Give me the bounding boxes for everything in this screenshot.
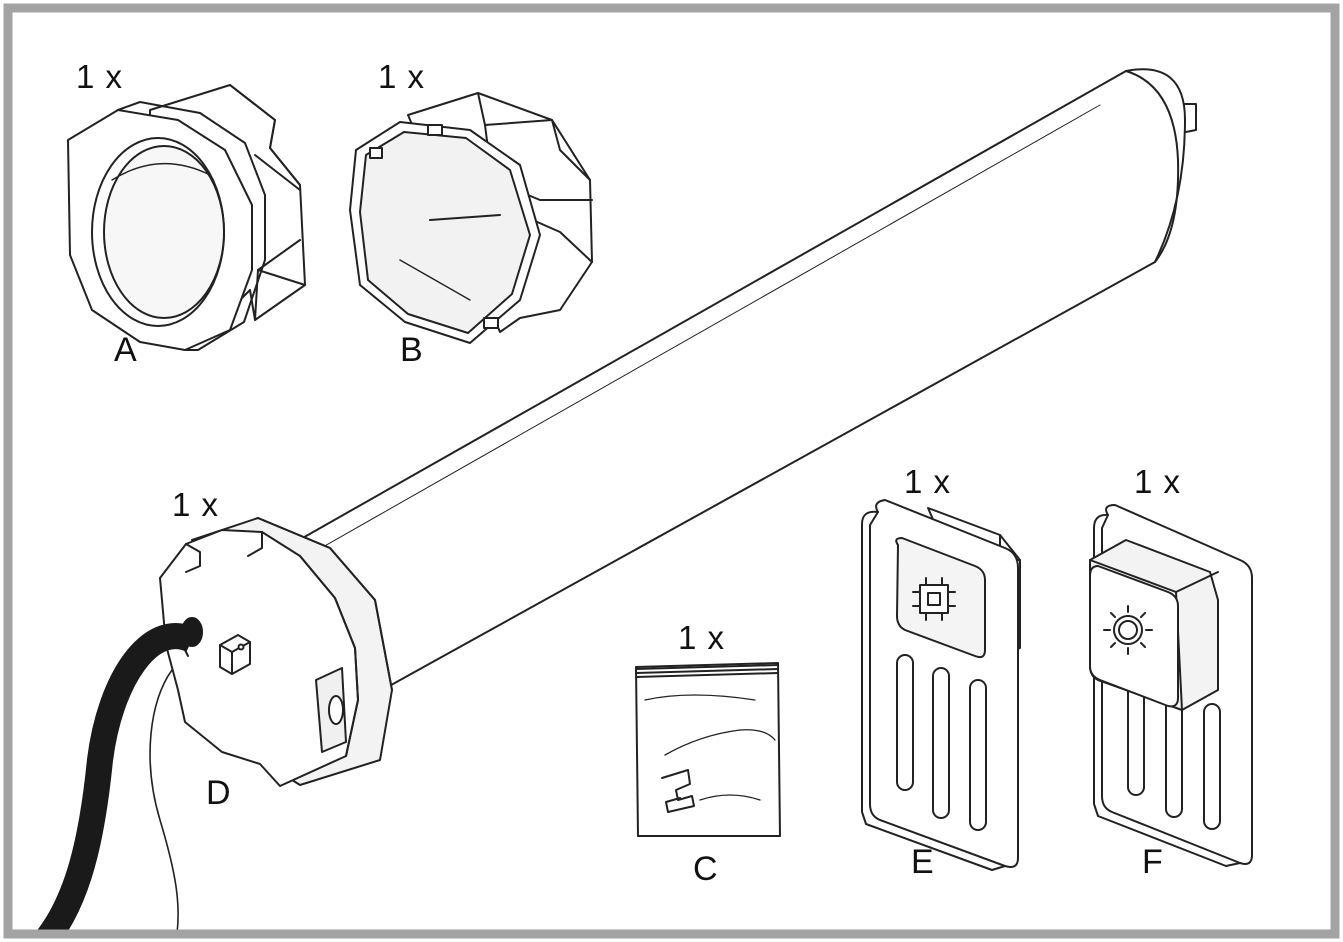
octagonal-drive-adapter-icon	[349, 92, 593, 344]
part-a-quantity: 1 x	[76, 58, 124, 95]
part-b-letter: B	[400, 331, 423, 369]
tubular-motor-icon	[35, 68, 1197, 932]
clip-bag-icon	[635, 662, 781, 837]
part-c-letter: C	[693, 850, 718, 888]
octagonal-adapter-ring-icon	[67, 84, 306, 351]
diagram-frame	[3, 3, 1340, 939]
part-e-letter: E	[911, 843, 934, 881]
round-bracket-plate-icon	[1089, 504, 1253, 867]
part-f-letter: F	[1142, 843, 1163, 881]
part-d-letter: D	[206, 774, 231, 812]
part-c-quantity: 1 x	[678, 619, 726, 656]
part-d-quantity: 1 x	[172, 486, 220, 523]
square-bracket-plate-icon	[861, 499, 1021, 871]
part-a-letter: A	[114, 331, 137, 369]
part-e-quantity: 1 x	[904, 463, 952, 500]
part-f-quantity: 1 x	[1134, 463, 1182, 500]
part-b-quantity: 1 x	[378, 58, 426, 95]
